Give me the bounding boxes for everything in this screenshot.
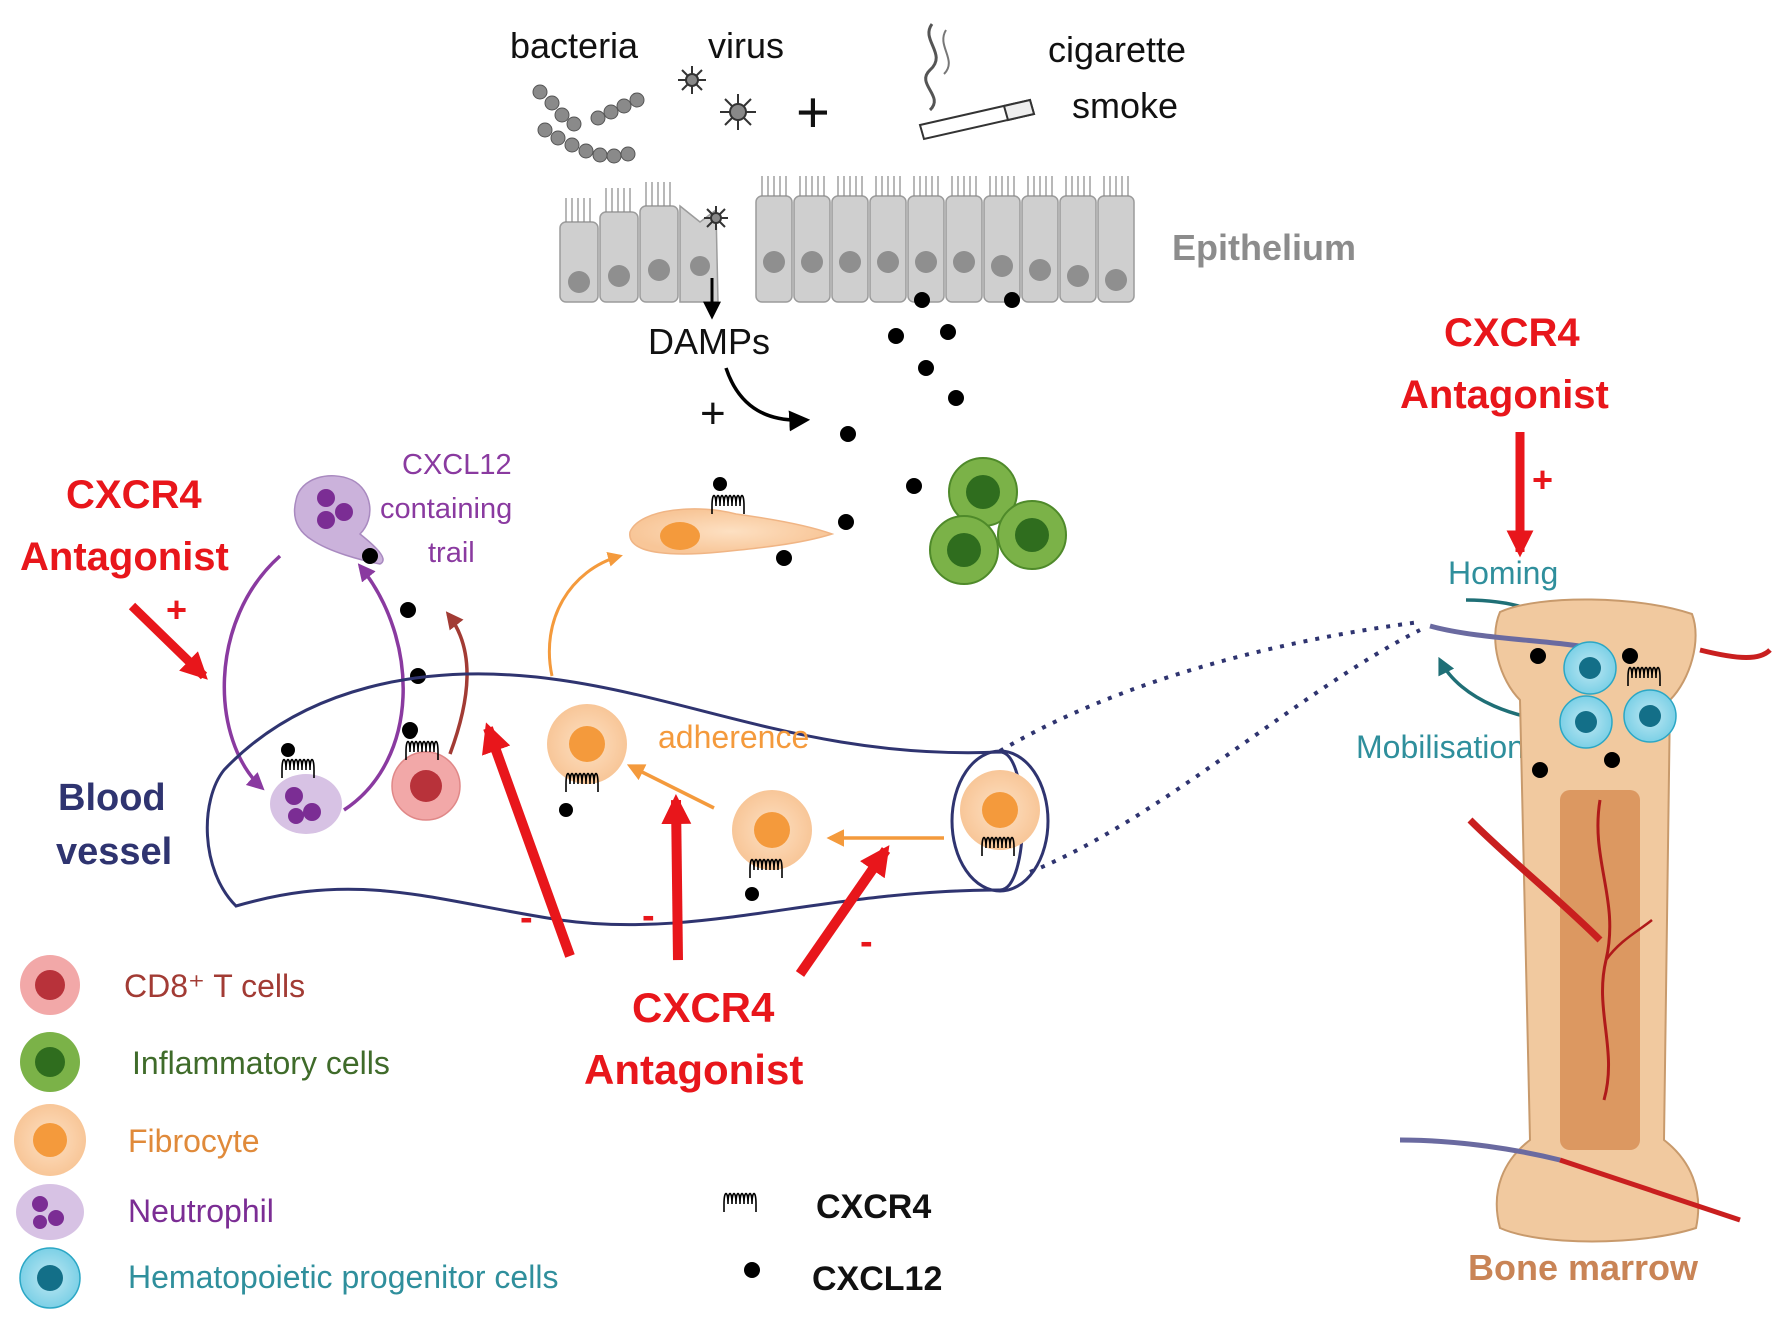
vessel-fibrocyte-entering	[960, 770, 1040, 857]
center-antagonist-label-2: Antagonist	[584, 1046, 803, 1093]
epithelium-layer	[559, 176, 1135, 303]
fibrocyte-tissue-cell	[629, 477, 835, 555]
adherence-label: adherence	[658, 719, 809, 755]
cd8-migration-arrow	[445, 611, 469, 755]
left-antagonist-label-1: CXCR4	[66, 473, 202, 517]
blood-vessel-label-2: vessel	[56, 831, 172, 873]
bacteria-icon	[532, 84, 645, 164]
legend-cxcr4-icon	[723, 1192, 757, 1213]
virus-label: virus	[708, 25, 784, 66]
vessel-neutrophil	[270, 743, 342, 834]
virus-icon	[678, 66, 756, 130]
right-antagonist-label-1: CXCR4	[1444, 311, 1580, 355]
mobilisation-label: Mobilisation	[1356, 729, 1525, 765]
center-antagonist-arrow-2	[661, 794, 692, 961]
center-antagonist-arrow-3	[795, 845, 891, 977]
vessel-fibrocyte-adhered	[547, 704, 627, 817]
vessel-fibrocyte-rolling	[732, 790, 812, 901]
legend-cxcl12-icon	[744, 1262, 760, 1278]
neutrophil-migration-arrow-down	[222, 554, 282, 791]
center-antagonist-arrow-1	[482, 722, 575, 958]
epithelium-label: Epithelium	[1172, 227, 1356, 268]
damps-plus-sign: +	[700, 389, 726, 438]
migrating-neutrophil	[293, 475, 384, 565]
bone-marrow-hpc-cells	[1559, 641, 1677, 749]
right-antagonist-label-2: Antagonist	[1400, 373, 1609, 417]
bone-marrow-illustration	[1399, 598, 1772, 1243]
legend-inflammatory-label: Inflammatory cells	[132, 1045, 390, 1081]
homing-label: Homing	[1448, 555, 1558, 591]
center-antagonist-label-1: CXCR4	[632, 984, 775, 1031]
legend-neutrophil-label: Neutrophil	[128, 1193, 274, 1229]
fibrocyte-flow-arrow-2	[626, 764, 715, 810]
minus-sign-1: -	[520, 897, 533, 939]
cxcl12-trail-label-2: containing	[380, 493, 512, 525]
left-antagonist-arrow	[128, 602, 208, 680]
legend-inflammatory-swatch	[20, 1032, 80, 1092]
blood-vessel-label-1: Blood	[58, 777, 166, 819]
damps-curved-arrow	[724, 367, 811, 432]
legend-hpc-label: Hematopoietic progenitor cells	[128, 1259, 558, 1295]
minus-sign-2: -	[642, 895, 655, 937]
bone-marrow-label: Bone marrow	[1468, 1247, 1699, 1288]
left-antagonist-label-2: Antagonist	[20, 535, 229, 579]
cxcl12-trail-label-3: trail	[428, 537, 475, 569]
damps-label: DAMPs	[648, 321, 770, 362]
minus-sign-3: -	[860, 921, 873, 963]
epithelium-virus-icon	[704, 206, 728, 230]
left-antagonist-plus: +	[166, 589, 187, 630]
legend-cd8-swatch	[20, 955, 80, 1015]
plus-sign-top: +	[796, 80, 830, 145]
legend: CD8⁺ T cells Inflammatory cells Fibrocyt…	[14, 955, 942, 1309]
legend-fibrocyte-label: Fibrocyte	[128, 1123, 260, 1159]
bone-marrow-cxcl12-dots	[1530, 648, 1638, 778]
legend-cd8-label: CD8⁺ T cells	[124, 968, 305, 1004]
vessel-to-bone-dotted-link-bottom	[1029, 628, 1421, 874]
legend-hpc-swatch	[19, 1247, 81, 1309]
right-antagonist-plus: +	[1532, 459, 1553, 500]
neutrophil-migration-arrow-up	[343, 563, 405, 812]
legend-neutrophil-swatch	[16, 1184, 84, 1240]
legend-fibrocyte-swatch	[14, 1104, 86, 1176]
cxcl12-trail-dots	[362, 548, 426, 738]
vessel-cd8-t-cell	[391, 725, 461, 821]
legend-cxcr4-label: CXCR4	[816, 1188, 931, 1226]
inflammatory-cells-cluster	[929, 457, 1067, 585]
vessel-to-bone-dotted-link-top	[998, 620, 1421, 753]
cigarette-label-2: smoke	[1072, 85, 1178, 126]
cigarette-label-1: cigarette	[1048, 29, 1186, 70]
legend-cxcl12-label: CXCL12	[812, 1260, 942, 1298]
fibrocyte-tissue-arrow	[547, 552, 623, 677]
blood-vessel-outline	[205, 672, 1024, 927]
cxcl12-trail-label-1: CXCL12	[402, 449, 512, 481]
cigarette-icon	[918, 23, 1036, 141]
cxcl12-dots-released	[776, 292, 1020, 566]
bacteria-label: bacteria	[510, 25, 639, 66]
